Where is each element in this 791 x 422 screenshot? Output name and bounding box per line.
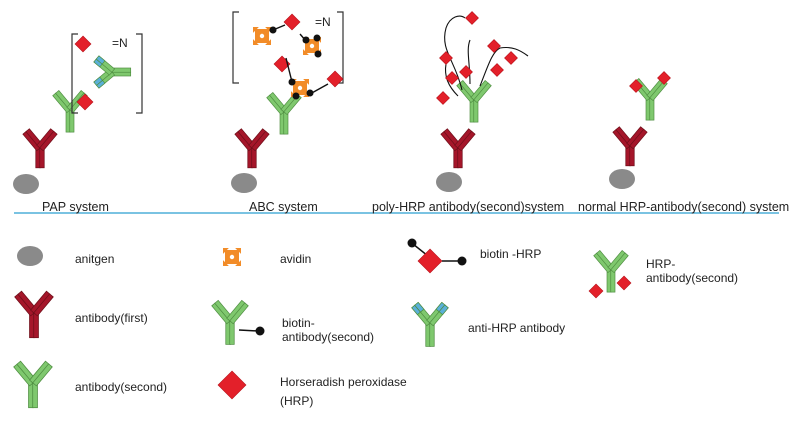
abc-system bbox=[231, 11, 344, 193]
legend-hrp-label: Horseradish peroxidase (HRP) bbox=[280, 375, 407, 408]
normal-hrp-1 bbox=[629, 79, 643, 93]
antibody-first-icon bbox=[14, 290, 54, 339]
hrp-diamond-icon bbox=[217, 370, 247, 400]
abc-avidin-1 bbox=[253, 27, 271, 45]
poly-hrp-3 bbox=[445, 71, 459, 85]
normal-hrp-2 bbox=[657, 71, 671, 85]
pap-hrp bbox=[76, 93, 94, 111]
pap-antigen bbox=[13, 174, 39, 194]
abc-antigen bbox=[231, 173, 257, 193]
normal-antibody-first bbox=[612, 126, 648, 167]
pap-system-label: PAP system bbox=[42, 200, 109, 214]
hrp-antibody-hrp-2 bbox=[616, 275, 632, 291]
avidin-icon bbox=[223, 248, 241, 266]
abc-hrp-3 bbox=[326, 70, 344, 88]
legend-anti-hrp-antibody-label: anti-HRP antibody bbox=[468, 321, 566, 335]
legend-antibody-first-label: antibody(first) bbox=[75, 311, 148, 325]
poly-hrp-8 bbox=[504, 51, 518, 65]
poly-hrp-7 bbox=[487, 39, 501, 53]
antigen-icon bbox=[17, 246, 43, 266]
normal-hrp-system-label: normal HRP-antibody(second) system bbox=[578, 200, 790, 214]
poly-hrp-4 bbox=[436, 91, 450, 105]
pap-anti-hrp-antibody bbox=[93, 55, 132, 89]
poly-hrp-2 bbox=[439, 51, 453, 65]
legend-biotin-hrp-label: biotin -HRP bbox=[480, 247, 542, 261]
pap-system bbox=[13, 33, 143, 194]
pap-antibody-first bbox=[22, 128, 58, 169]
antibody-second-icon bbox=[13, 360, 53, 409]
abc-hrp-1 bbox=[283, 13, 301, 31]
biotin-antibody-second-icon bbox=[211, 299, 249, 345]
normal-antigen bbox=[609, 169, 635, 189]
anti-hrp-antibody-icon bbox=[411, 301, 449, 347]
biotin-hrp-icon bbox=[407, 238, 467, 274]
poly-hrp-system bbox=[436, 11, 529, 192]
pap-multiplier: =N bbox=[112, 36, 128, 50]
poly-hrp-1 bbox=[465, 11, 479, 25]
pap-hrp-inner bbox=[74, 35, 92, 53]
legend-antibody-second-label: antibody(second) bbox=[75, 380, 168, 394]
poly-antigen bbox=[436, 172, 462, 192]
legend bbox=[13, 238, 632, 409]
legend-hrp-antibody-second-label: HRP-antibody(second) bbox=[646, 257, 739, 285]
normal-hrp-system bbox=[609, 71, 671, 189]
poly-antibody-second bbox=[456, 80, 492, 123]
hrp-antibody-hrp-1 bbox=[588, 283, 604, 299]
poly-hrp-system-label: poly-HRP antibody(second)system bbox=[372, 200, 565, 214]
hrp-antibody-second-icon bbox=[593, 250, 629, 293]
legend-biotin-antibody-second-label: biotin-antibody(second) bbox=[282, 316, 375, 344]
legend-avidin-label: avidin bbox=[280, 252, 312, 266]
poly-hrp-6 bbox=[490, 63, 504, 77]
legend-antigen-label: anitgen bbox=[75, 252, 115, 266]
abc-multiplier: =N bbox=[315, 15, 331, 29]
poly-hrp-5 bbox=[459, 65, 473, 79]
abc-antibody-first bbox=[234, 128, 270, 169]
abc-system-label: ABC system bbox=[249, 200, 318, 214]
poly-antibody-first bbox=[440, 128, 476, 169]
